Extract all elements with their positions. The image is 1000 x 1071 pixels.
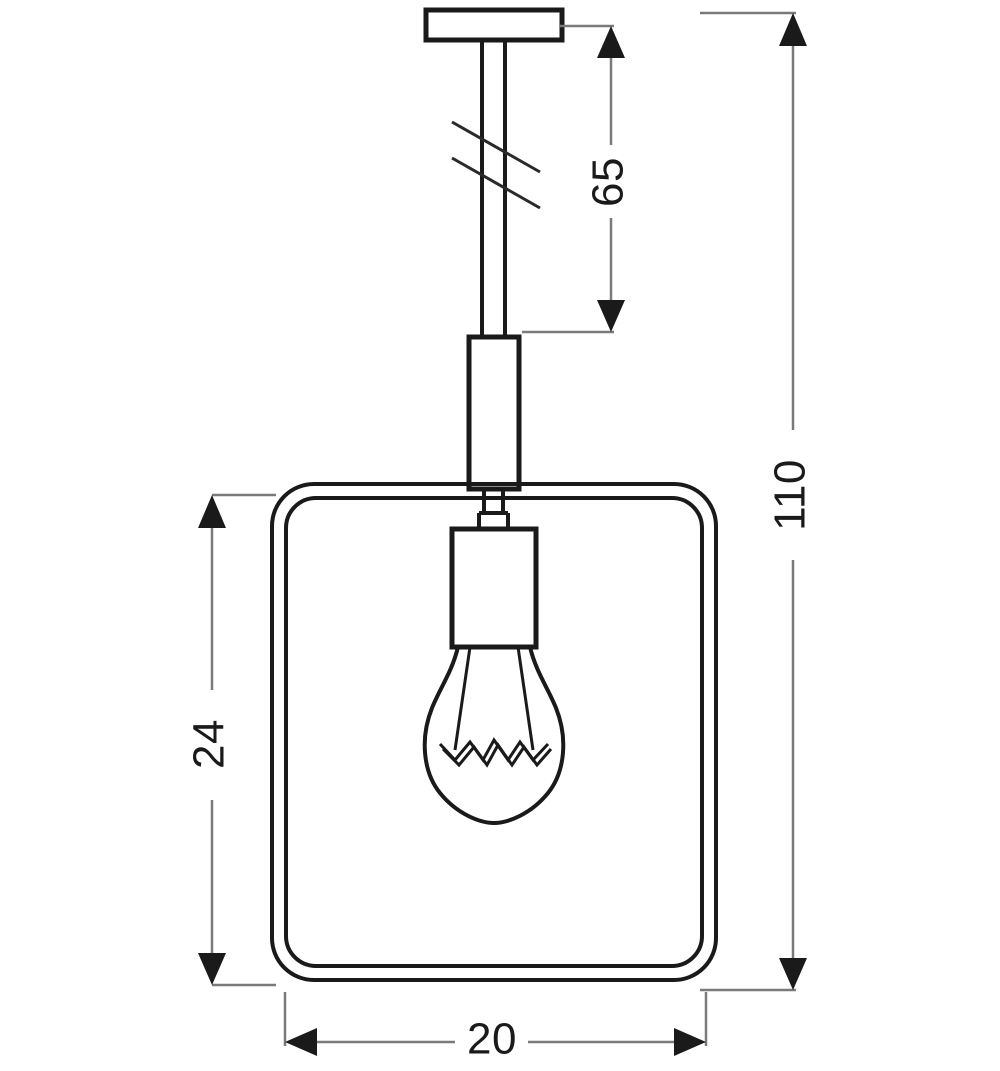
light-bulb-glass xyxy=(422,646,566,826)
connector-box xyxy=(466,334,522,492)
frame-inner-outline xyxy=(284,496,704,968)
dim-65-arrow-bottom xyxy=(597,300,625,332)
dimension-24 xyxy=(198,493,276,987)
dim-65-label: 65 xyxy=(584,157,633,207)
dim-20-label: 20 xyxy=(467,1015,517,1064)
dim-20-arrow-right xyxy=(674,1028,706,1056)
rod-break-symbol xyxy=(451,120,541,210)
dim-24-label: 24 xyxy=(185,719,234,769)
dimension-65 xyxy=(522,24,625,334)
dim-20-arrow-left xyxy=(285,1028,317,1056)
bulb-filament-wires xyxy=(453,646,535,751)
dim-24-arrow-top xyxy=(198,495,226,528)
lamp-geometry xyxy=(270,7,718,982)
dim-110-arrow-bottom xyxy=(779,958,807,990)
lamp-socket xyxy=(449,526,539,650)
dimension-20 xyxy=(283,992,708,1056)
frame-outer-outline xyxy=(270,482,718,982)
dim-110-label: 110 xyxy=(766,459,815,531)
suspension-rod xyxy=(480,40,507,337)
ceiling-canopy xyxy=(423,7,565,43)
dim-24-arrow-bottom xyxy=(198,953,226,985)
bulb-filament-lower xyxy=(441,742,553,768)
socket-stem xyxy=(477,511,510,529)
dimension-110 xyxy=(700,11,807,992)
dim-65-arrow-top xyxy=(597,26,625,58)
connector-lower-stem xyxy=(482,489,505,513)
dim-110-arrow-top xyxy=(779,13,807,46)
